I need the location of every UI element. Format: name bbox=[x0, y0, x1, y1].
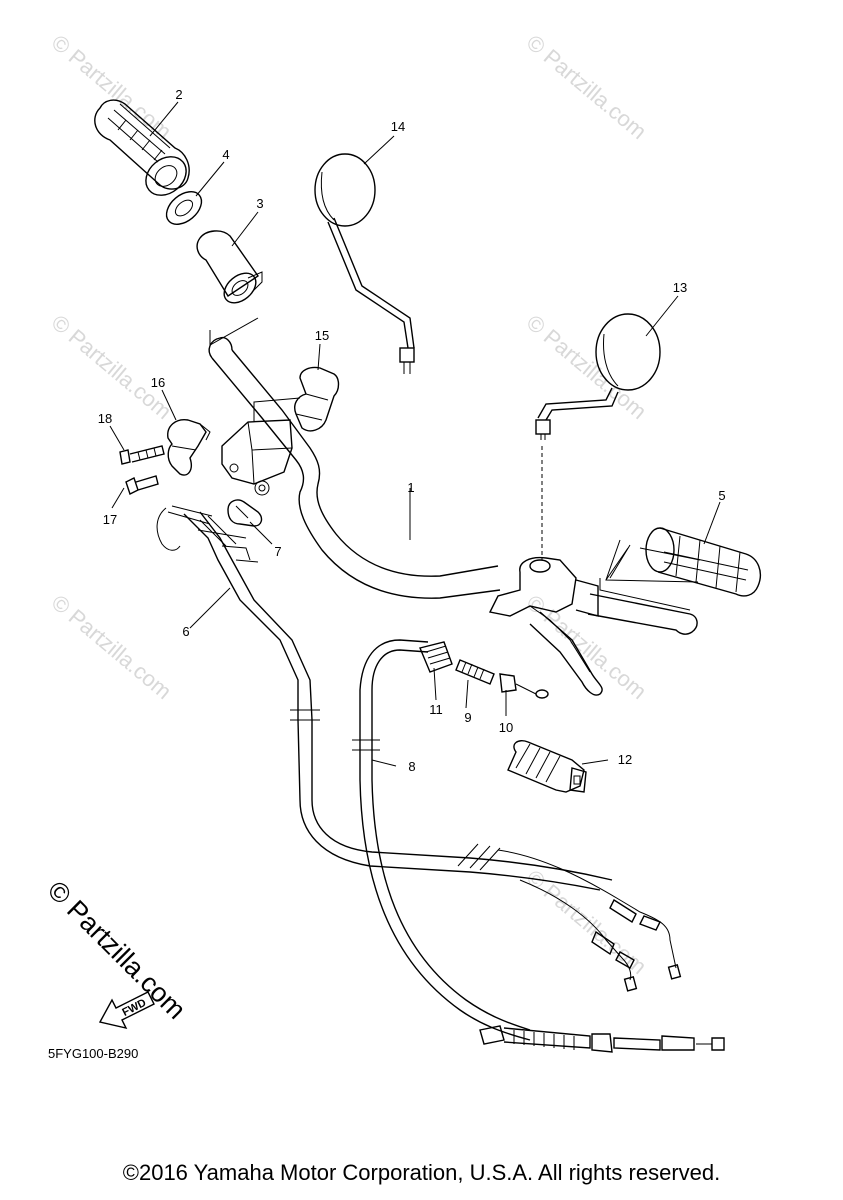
part-17-screw bbox=[125, 475, 159, 495]
callout-18: 18 bbox=[98, 411, 112, 426]
watermarks: © Partzilla.com © Partzilla.com © Partzi… bbox=[47, 30, 652, 979]
callout-14: 14 bbox=[391, 119, 405, 134]
callout-6: 6 bbox=[182, 624, 189, 639]
callout-15: 15 bbox=[315, 328, 329, 343]
callout-3: 3 bbox=[256, 196, 263, 211]
part-8-clutch-cable bbox=[352, 639, 725, 1053]
callout-7: 7 bbox=[274, 544, 281, 559]
callout-2: 2 bbox=[175, 87, 182, 102]
callout-12: 12 bbox=[618, 752, 632, 767]
part-18-screw bbox=[119, 445, 165, 465]
copyright-notice: ©2016 Yamaha Motor Corporation, U.S.A. A… bbox=[122, 1160, 721, 1185]
callout-9: 9 bbox=[464, 710, 471, 725]
watermark: © Partzilla.com bbox=[522, 590, 652, 704]
switch-housing-left bbox=[221, 397, 301, 496]
leader-lines bbox=[109, 101, 721, 767]
callout-1: 1 bbox=[407, 480, 414, 495]
part-13-mirror-right bbox=[535, 313, 661, 560]
part-7-cable-clip bbox=[227, 499, 263, 527]
callout-4: 4 bbox=[222, 147, 229, 162]
part-14-mirror-left bbox=[314, 153, 415, 374]
fwd-label: FWD bbox=[120, 997, 148, 1019]
part-15-clamp bbox=[294, 366, 340, 432]
part-9-adjuster-bolt bbox=[455, 659, 495, 685]
callout-10: 10 bbox=[499, 720, 513, 735]
part-11-adjuster bbox=[419, 641, 453, 673]
callout-11: 11 bbox=[429, 702, 443, 717]
callout-8: 8 bbox=[408, 759, 415, 774]
part-10-locknut bbox=[499, 673, 549, 699]
diagram-code: 5FYG100-B290 bbox=[48, 1046, 138, 1061]
part-6-throttle-cables bbox=[156, 505, 682, 992]
part-5-grip-right bbox=[605, 527, 762, 597]
watermark: © Partzilla.com bbox=[522, 30, 652, 144]
callouts: 1 2 3 4 5 6 7 8 9 10 11 12 13 14 15 16 1… bbox=[98, 87, 726, 774]
watermark: © Partzilla.com bbox=[522, 310, 652, 424]
callout-16: 16 bbox=[151, 375, 165, 390]
callout-5: 5 bbox=[718, 488, 725, 503]
partzilla-watermark: © Partzilla.com bbox=[42, 875, 192, 1025]
part-16-clamp bbox=[167, 419, 211, 476]
part-1-handlebar bbox=[208, 317, 701, 635]
callout-13: 13 bbox=[673, 280, 687, 295]
clutch-lever-holder bbox=[488, 556, 603, 696]
watermark: © Partzilla.com bbox=[47, 590, 177, 704]
part-4-washer bbox=[165, 191, 203, 225]
part-12-cable-boot bbox=[507, 740, 587, 793]
callout-17: 17 bbox=[103, 512, 117, 527]
part-3-throttle-tube bbox=[196, 230, 263, 304]
part-2-grip bbox=[94, 99, 190, 196]
watermark: © Partzilla.com bbox=[47, 310, 177, 424]
